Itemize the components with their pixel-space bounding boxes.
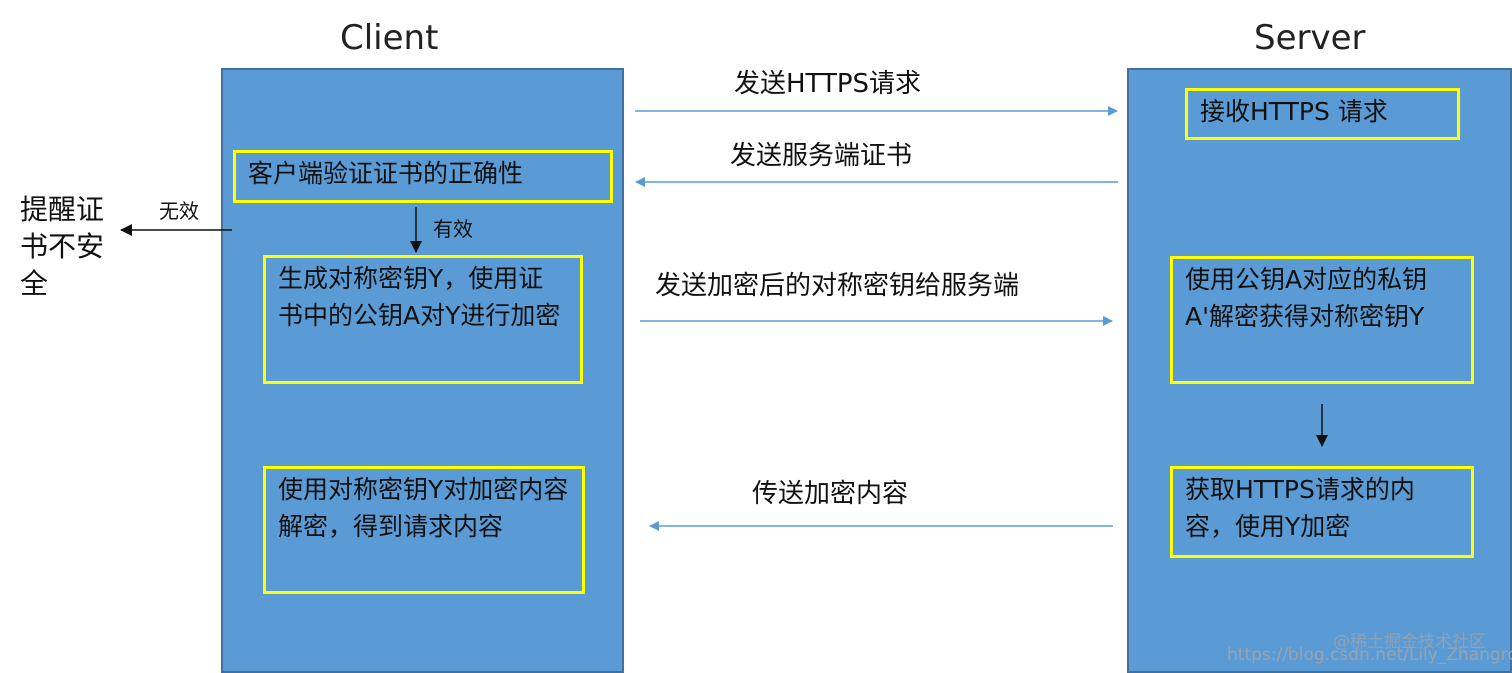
- invalid-label: 无效: [159, 199, 199, 223]
- client-decrypt-content-step: 使用对称密钥Y对加密内容解密，得到请求内容: [263, 466, 585, 594]
- send-content-label: 传送加密内容: [752, 479, 909, 509]
- server-decrypt-key-step: 使用公钥A对应的私钥A'解密获得对称密钥Y: [1170, 256, 1474, 384]
- server-receive-request-step: 接收HTTPS 请求: [1185, 88, 1460, 140]
- watermark-site: @稀土掘金技术社区: [1333, 632, 1486, 652]
- client-generate-key-step: 生成对称密钥Y，使用证书中的公钥A对Y进行加密: [263, 255, 583, 384]
- server-column: [1127, 68, 1512, 673]
- client-verify-cert-step: 客户端验证证书的正确性: [233, 150, 613, 203]
- send-request-label: 发送HTTPS请求: [734, 69, 922, 99]
- send-key-label: 发送加密后的对称密钥给服务端: [655, 271, 1020, 301]
- client-column: [221, 68, 624, 673]
- send-cert-label: 发送服务端证书: [730, 141, 913, 171]
- server-title: Server: [1254, 18, 1366, 58]
- valid-label: 有效: [433, 217, 473, 241]
- server-encrypt-content-step: 获取HTTPS请求的内容，使用Y加密: [1170, 466, 1474, 558]
- watermark-url: https://blog.csdn.net/Lily_Zhangrongli: [1227, 645, 1512, 665]
- client-title: Client: [340, 18, 439, 58]
- cert-unsafe-warning: 提醒证书不安全: [20, 193, 105, 300]
